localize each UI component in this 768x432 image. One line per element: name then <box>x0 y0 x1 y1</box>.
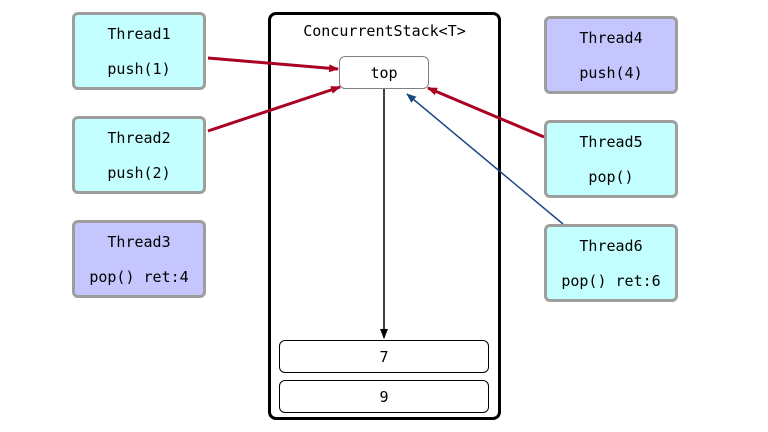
top-pointer-box: top <box>339 56 429 89</box>
thread3-box: Thread3 pop() ret:4 <box>72 220 206 298</box>
thread2-op: push(2) <box>107 164 171 182</box>
stack-node-value: 7 <box>379 347 389 366</box>
thread3-op: pop() ret:4 <box>89 268 189 286</box>
thread6-op: pop() ret:6 <box>561 272 661 290</box>
stack-node-7: 7 <box>279 340 489 373</box>
thread6-name: Thread6 <box>579 237 643 255</box>
thread6-box: Thread6 pop() ret:6 <box>544 224 678 302</box>
thread1-name: Thread1 <box>107 25 171 43</box>
thread3-name: Thread3 <box>107 233 171 251</box>
thread4-box: Thread4 push(4) <box>544 16 678 94</box>
top-label: top <box>370 63 398 82</box>
stack-title: ConcurrentStack<T> <box>303 22 466 40</box>
stack-node-9: 9 <box>279 380 489 413</box>
thread5-box: Thread5 pop() <box>544 120 678 198</box>
thread1-op: push(1) <box>107 60 171 78</box>
thread4-op: push(4) <box>579 64 643 82</box>
thread5-op: pop() <box>588 168 634 186</box>
thread1-box: Thread1 push(1) <box>72 12 206 90</box>
thread2-box: Thread2 push(2) <box>72 116 206 194</box>
stack-node-value: 9 <box>379 387 389 406</box>
thread4-name: Thread4 <box>579 29 643 47</box>
thread5-name: Thread5 <box>579 133 643 151</box>
thread2-name: Thread2 <box>107 129 171 147</box>
